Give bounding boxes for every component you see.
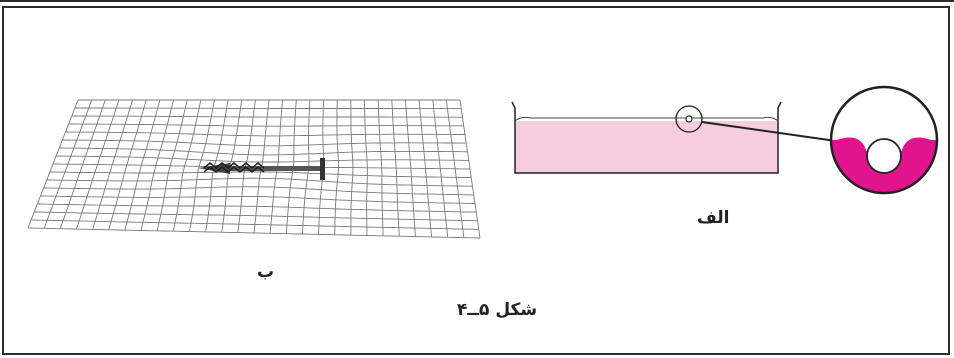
grid-line-vertical	[364, 99, 368, 236]
grid-line-vertical	[108, 99, 147, 230]
grid-line-vertical	[391, 99, 400, 237]
grid-line-vertical	[140, 99, 174, 231]
grid-line-vertical	[350, 100, 354, 236]
nail-thread	[203, 162, 265, 169]
grid-line-vertical	[445, 99, 465, 238]
figure-frame	[2, 6, 950, 355]
grid-line-vertical	[459, 99, 481, 239]
distorted-grid	[27, 99, 481, 239]
nail-thread-2	[203, 166, 265, 173]
grid-line-vertical	[92, 99, 134, 230]
grid-line-vertical	[404, 99, 416, 237]
floating-object-large	[866, 138, 902, 174]
meniscus	[514, 116, 779, 122]
nail	[198, 158, 325, 180]
container-walls	[511, 101, 782, 174]
panel-label-alef: الف	[697, 208, 730, 228]
nail-head	[320, 158, 325, 180]
focus-circle	[675, 105, 703, 133]
grid-line-vertical	[75, 99, 120, 230]
figure-caption: شکل ۵ــ۴	[457, 300, 538, 320]
magnified-view	[829, 85, 939, 195]
grid-line-vertical	[124, 99, 161, 231]
magnified-border	[829, 85, 939, 195]
grid-line-vertical	[59, 99, 106, 229]
nail-tip	[198, 163, 230, 174]
grid-line-vertical	[156, 99, 188, 231]
magnify-line	[701, 121, 837, 142]
liquid	[515, 121, 778, 173]
grid-line-vertical	[377, 99, 384, 236]
top-border	[0, 0, 954, 2]
container	[511, 101, 837, 174]
grid-line-vertical	[418, 99, 433, 237]
grid-line-vertical	[43, 99, 93, 229]
grid-line-vertical	[172, 99, 202, 232]
grid-line-vertical	[334, 100, 339, 235]
panel-label-be: ب	[257, 262, 275, 282]
grid-line-vertical	[432, 99, 449, 238]
grid-line-vertical	[27, 99, 79, 229]
nail-shank	[228, 166, 322, 171]
grid-line-vertical	[188, 99, 215, 232]
floating-object-small	[685, 115, 693, 123]
